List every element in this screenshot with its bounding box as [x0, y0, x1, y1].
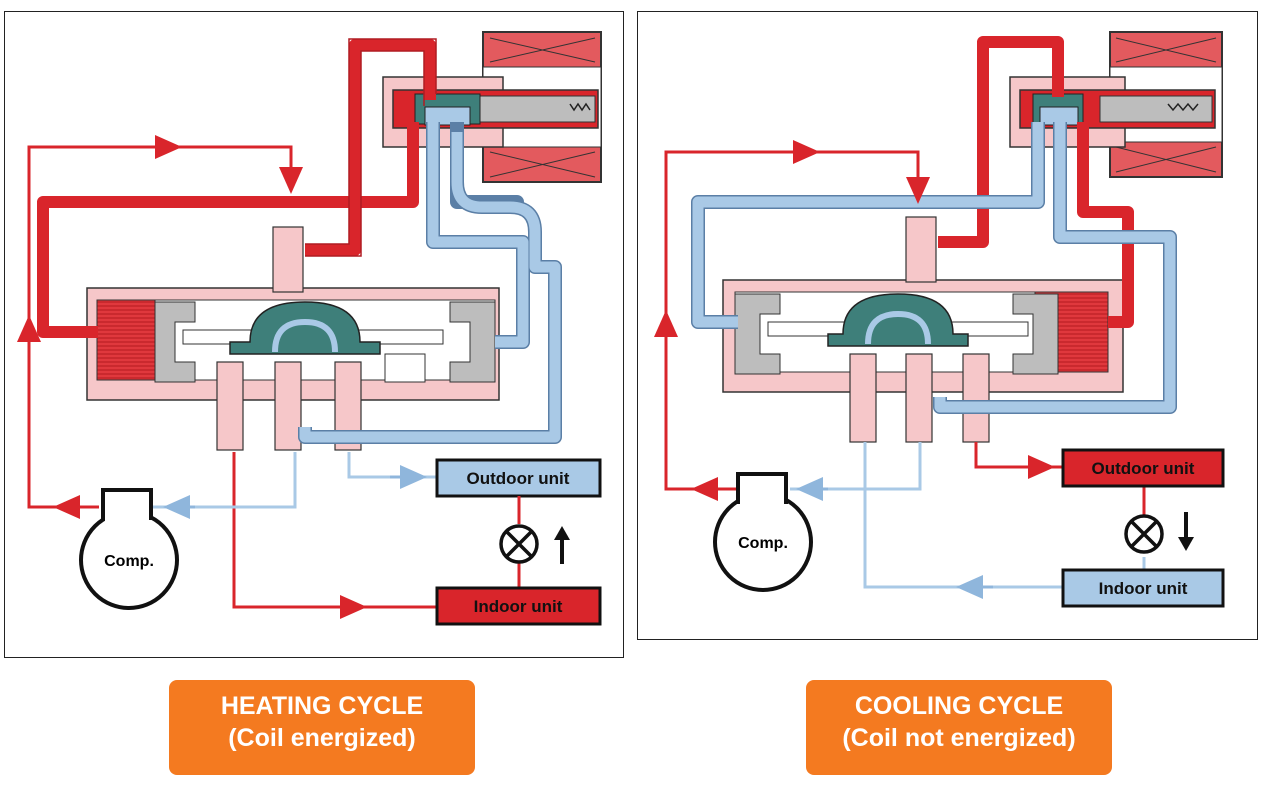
cooling-caption-title: COOLING CYCLE [854, 692, 1064, 720]
expansion-valve-icon [499, 524, 539, 564]
arrow-up-icon [554, 526, 570, 564]
indoor-unit-label: Indoor unit [1099, 579, 1188, 598]
heating-caption-subtitle: (Coil energized) [228, 724, 416, 752]
cooling-cycle-diagram: Comp. Outdoor unit Indoor unit [637, 11, 1258, 640]
outdoor-unit: Outdoor unit [435, 458, 602, 498]
indoor-unit: Indoor unit [435, 586, 602, 626]
flow-arrows [17, 135, 427, 619]
indoor-unit: Indoor unit [1061, 568, 1225, 608]
reversing-valve-body [722, 279, 1124, 393]
outdoor-unit-label: Outdoor unit [467, 469, 570, 488]
heating-cycle-diagram: Comp. Outdoor unit Indoor unit [4, 11, 624, 658]
heating-schematic: Comp. Outdoor unit Indoor unit [17, 31, 602, 626]
cooling-schematic: Comp. Outdoor unit Indoor unit [654, 31, 1225, 608]
compressor: Comp. [79, 488, 179, 610]
outdoor-unit-label: Outdoor unit [1092, 459, 1195, 478]
compressor-label: Comp. [104, 553, 154, 570]
heating-cycle-caption: HEATING CYCLE (Coil energized) [169, 680, 475, 775]
heating-caption-title: HEATING CYCLE [220, 692, 424, 720]
expansion-valve-icon [1124, 514, 1164, 554]
arrow-down-icon [1178, 512, 1194, 551]
outdoor-unit: Outdoor unit [1061, 448, 1225, 488]
compressor: Comp. [713, 472, 813, 592]
flow-arrows [654, 140, 1055, 599]
cooling-cycle-caption: COOLING CYCLE (Coil not energized) [806, 680, 1112, 775]
cooling-caption-subtitle: (Coil not energized) [842, 724, 1076, 752]
compressor-label: Comp. [738, 535, 788, 552]
indoor-unit-label: Indoor unit [474, 597, 563, 616]
